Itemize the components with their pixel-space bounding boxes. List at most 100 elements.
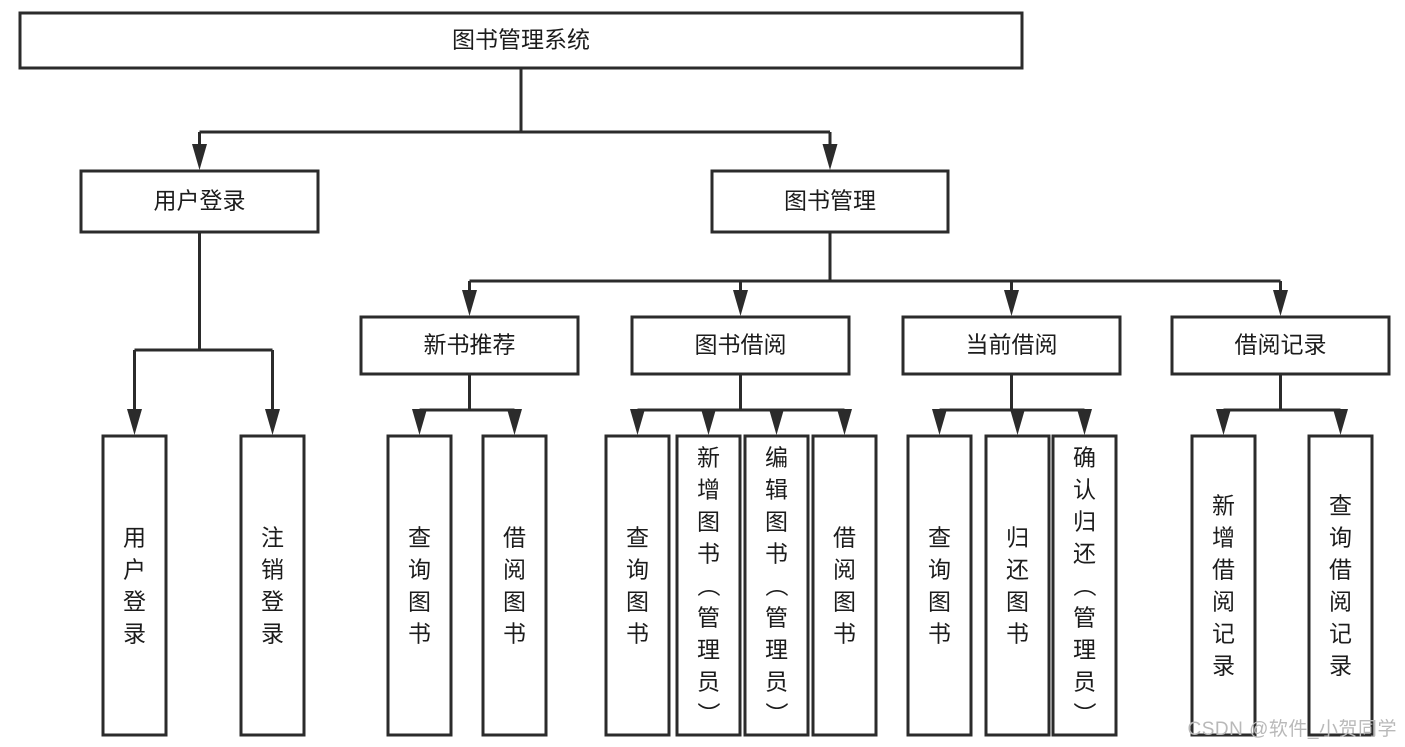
arrow-head-icon — [127, 409, 142, 435]
arrow-head-icon — [822, 144, 838, 170]
arrow-head-icon — [1010, 409, 1025, 435]
node-box[interactable] — [743, 434, 810, 737]
node-label-char: 登 — [123, 589, 146, 615]
node-box[interactable] — [675, 434, 742, 737]
arrow-head-icon — [412, 409, 427, 435]
node-label-char: 理 — [765, 637, 788, 663]
node-user-login[interactable]: 用户登录 — [79, 169, 320, 234]
connector-group-new-book-recommend — [412, 374, 522, 435]
arrow-head-icon — [192, 144, 207, 170]
node-borrow-record[interactable]: 借阅记录 — [1170, 315, 1391, 376]
node-label-char: 询 — [408, 557, 431, 583]
node-box[interactable] — [1190, 434, 1257, 737]
node-label-char: 录 — [261, 621, 284, 647]
node-box[interactable] — [359, 315, 580, 376]
node-book-manage[interactable]: 图书管理 — [710, 169, 950, 234]
node-box[interactable] — [101, 434, 168, 737]
arrow-head-icon — [265, 409, 280, 435]
node-label-char: 认 — [1073, 477, 1096, 503]
node-box[interactable] — [1051, 434, 1118, 737]
node-label-char: 图 — [1006, 589, 1029, 615]
node-box[interactable] — [710, 169, 950, 234]
node-label-char: （ — [1072, 574, 1098, 597]
node-leaf-user-login[interactable]: 用户登录 — [101, 434, 168, 737]
node-label-char: 书 — [408, 621, 431, 647]
arrow-head-icon — [1273, 290, 1288, 316]
node-label-char: （ — [696, 574, 722, 597]
node-label-char: 还 — [1073, 541, 1096, 567]
node-label-char: 增 — [697, 477, 720, 503]
node-label-char: 图 — [765, 509, 788, 535]
node-label-char: 增 — [1212, 525, 1235, 551]
node-box[interactable] — [481, 434, 548, 737]
node-label-char: 阅 — [1212, 589, 1235, 615]
node-label-char: （ — [764, 574, 790, 597]
node-current-borrow[interactable]: 当前借阅 — [901, 315, 1122, 376]
node-label-char: 管 — [1073, 605, 1096, 631]
node-box[interactable] — [386, 434, 453, 737]
node-box[interactable] — [18, 11, 1024, 70]
node-label-char: 户 — [123, 557, 146, 583]
node-label-char: 询 — [626, 557, 649, 583]
node-label-char: 编 — [765, 445, 788, 471]
node-new-book-recommend[interactable]: 新书推荐 — [359, 315, 580, 376]
node-label-char: 借 — [503, 525, 526, 551]
node-root[interactable]: 图书管理系统 — [18, 11, 1024, 70]
node-box[interactable] — [1307, 434, 1374, 737]
arrow-head-icon — [1004, 290, 1019, 316]
node-box[interactable] — [1170, 315, 1391, 376]
node-label-char: 图 — [408, 589, 431, 615]
node-box[interactable] — [604, 434, 671, 737]
node-box[interactable] — [901, 315, 1122, 376]
node-label-char: 辑 — [765, 477, 788, 503]
node-label-char: 员 — [697, 669, 720, 695]
node-label-char: 阅 — [503, 557, 526, 583]
node-box[interactable] — [811, 434, 878, 737]
node-box[interactable] — [630, 315, 851, 376]
arrow-head-icon — [462, 290, 477, 316]
arrow-head-icon — [769, 409, 784, 435]
node-label-char: 询 — [1329, 525, 1352, 551]
node-label-char: 借 — [1329, 557, 1352, 583]
node-box[interactable] — [239, 434, 306, 737]
node-layer: 图书管理系统用户登录图书管理新书推荐图书借阅当前借阅借阅记录用户登录注销登录查询… — [18, 11, 1391, 737]
node-label-char: 记 — [1212, 621, 1235, 647]
node-label-char: 管 — [765, 605, 788, 631]
node-label-char: 销 — [261, 557, 284, 583]
node-label: 借阅记录 — [1235, 332, 1327, 358]
arrow-head-icon — [932, 409, 947, 435]
node-box[interactable] — [984, 434, 1051, 737]
node-box[interactable] — [79, 169, 320, 234]
node-label: 当前借阅 — [966, 332, 1058, 358]
arrow-head-icon — [1216, 409, 1231, 435]
node-label-char: 管 — [697, 605, 720, 631]
node-label-char: 书 — [765, 541, 788, 567]
connector-group-borrow-record — [1216, 374, 1348, 435]
node-box[interactable] — [906, 434, 973, 737]
node-label-char: 用 — [123, 525, 146, 551]
node-label-char: 确 — [1073, 445, 1096, 471]
arrow-head-icon — [837, 409, 852, 435]
node-label-char: 图 — [697, 509, 720, 535]
node-book-borrow[interactable]: 图书借阅 — [630, 315, 851, 376]
node-label-char: 员 — [1073, 669, 1096, 695]
node-label-char: 新 — [697, 445, 720, 471]
node-label-char: 借 — [1212, 557, 1235, 583]
node-label-char: 查 — [928, 525, 951, 551]
watermark-label: CSDN @软件_小贺同学 — [1187, 719, 1397, 740]
node-label-char: 还 — [1006, 557, 1029, 583]
